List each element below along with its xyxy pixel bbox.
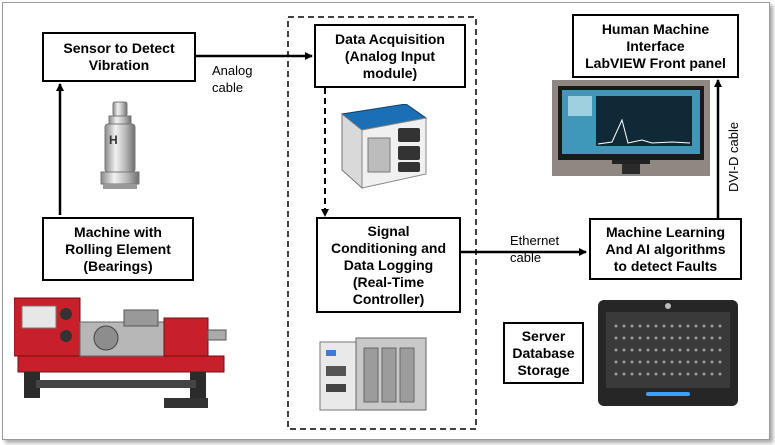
sensor-line-1: Sensor to Detect bbox=[63, 40, 175, 56]
signal-line-3: Data Logging bbox=[343, 256, 434, 273]
machine-line-1: Machine with bbox=[74, 223, 162, 240]
hmi-line-2: Interface bbox=[626, 37, 685, 54]
controller-image bbox=[319, 337, 427, 411]
vibration-sensor-image: H bbox=[100, 101, 140, 189]
daq-box: Data Acquisition (Analog Input module) bbox=[314, 24, 466, 88]
daq-line-3: module) bbox=[362, 64, 418, 81]
analog-line-2: cable bbox=[212, 80, 244, 95]
hmi-line-3: LabVIEW Front panel bbox=[585, 54, 726, 71]
signal-line-1: Signal bbox=[367, 222, 410, 239]
dvi-cable-label: DVI-D cable bbox=[726, 121, 741, 192]
signal-line-2: Conditioning and bbox=[330, 239, 447, 256]
machine-line-3: (Bearings) bbox=[83, 257, 153, 274]
hmi-line-1: Human Machine bbox=[601, 20, 710, 37]
server-image bbox=[598, 300, 738, 406]
server-line-2: Database bbox=[512, 344, 575, 361]
machine-line-2: Rolling Element bbox=[65, 240, 171, 257]
hmi-box: Human Machine Interface LabVIEW Front pa… bbox=[572, 14, 739, 78]
ml-line-3: to detect Faults bbox=[613, 257, 718, 274]
machine-box: Machine with Rolling Element (Bearings) bbox=[42, 217, 194, 281]
daq-boundary-dashed bbox=[287, 16, 477, 430]
ethernet-cable-label: Ethernet cable bbox=[510, 232, 559, 266]
analog-cable-label: Analog cable bbox=[212, 62, 252, 96]
svg-text:H: H bbox=[109, 133, 118, 147]
monitor-image bbox=[552, 80, 710, 176]
ethernet-line-2: cable bbox=[510, 250, 542, 265]
daq-module-image bbox=[340, 104, 428, 190]
server-line-1: Server bbox=[521, 327, 566, 344]
signal-line-5: Controller) bbox=[352, 290, 425, 307]
ethernet-line-1: Ethernet bbox=[510, 233, 560, 248]
server-box: Server Database Storage bbox=[503, 322, 584, 384]
analog-line-1: Analog bbox=[212, 63, 253, 78]
ml-line-2: And AI algorithms bbox=[605, 240, 726, 257]
sensor-box: Sensor to Detect Vibration bbox=[42, 32, 196, 82]
sensor-line-2: Vibration bbox=[88, 57, 150, 73]
signal-line-4: (Real-Time bbox=[352, 273, 425, 290]
ml-box: Machine Learning And AI algorithms to de… bbox=[589, 218, 742, 280]
daq-line-1: Data Acquisition bbox=[335, 30, 445, 47]
daq-line-2: (Analog Input bbox=[344, 47, 436, 64]
signal-box: Signal Conditioning and Data Logging (Re… bbox=[316, 217, 461, 313]
ml-line-1: Machine Learning bbox=[605, 223, 726, 240]
server-line-3: Storage bbox=[517, 361, 570, 378]
lathe-image bbox=[14, 297, 227, 408]
